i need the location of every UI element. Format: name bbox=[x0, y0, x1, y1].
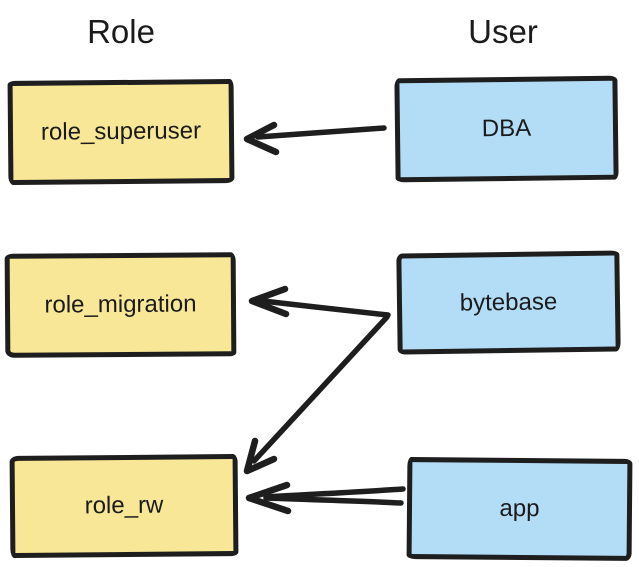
user-dba-label: DBA bbox=[481, 114, 532, 143]
role-column-header: Role bbox=[87, 13, 155, 50]
user-app-label: app bbox=[499, 494, 540, 523]
role-migration-node: role_migration bbox=[4, 252, 237, 358]
role-superuser-node: role_superuser bbox=[7, 79, 235, 185]
arrow-bytebase-to-role-migration bbox=[248, 285, 391, 318]
user-column-header: User bbox=[468, 13, 538, 50]
user-bytebase-node: bytebase bbox=[396, 250, 621, 355]
role-rw-node: role_rw bbox=[9, 454, 239, 558]
user-dba-node: DBA bbox=[394, 75, 619, 183]
role-superuser-label: role_superuser bbox=[40, 117, 202, 146]
user-app-node: app bbox=[406, 457, 633, 561]
user-bytebase-label: bytebase bbox=[459, 287, 558, 317]
arrow-dba-to-role-superuser bbox=[243, 121, 387, 156]
arrow-bytebase-to-role-rw bbox=[243, 314, 390, 475]
role-rw-label: role_rw bbox=[84, 491, 164, 520]
arrow-app-to-role-rw bbox=[245, 481, 406, 515]
role-migration-label: role_migration bbox=[44, 290, 197, 319]
